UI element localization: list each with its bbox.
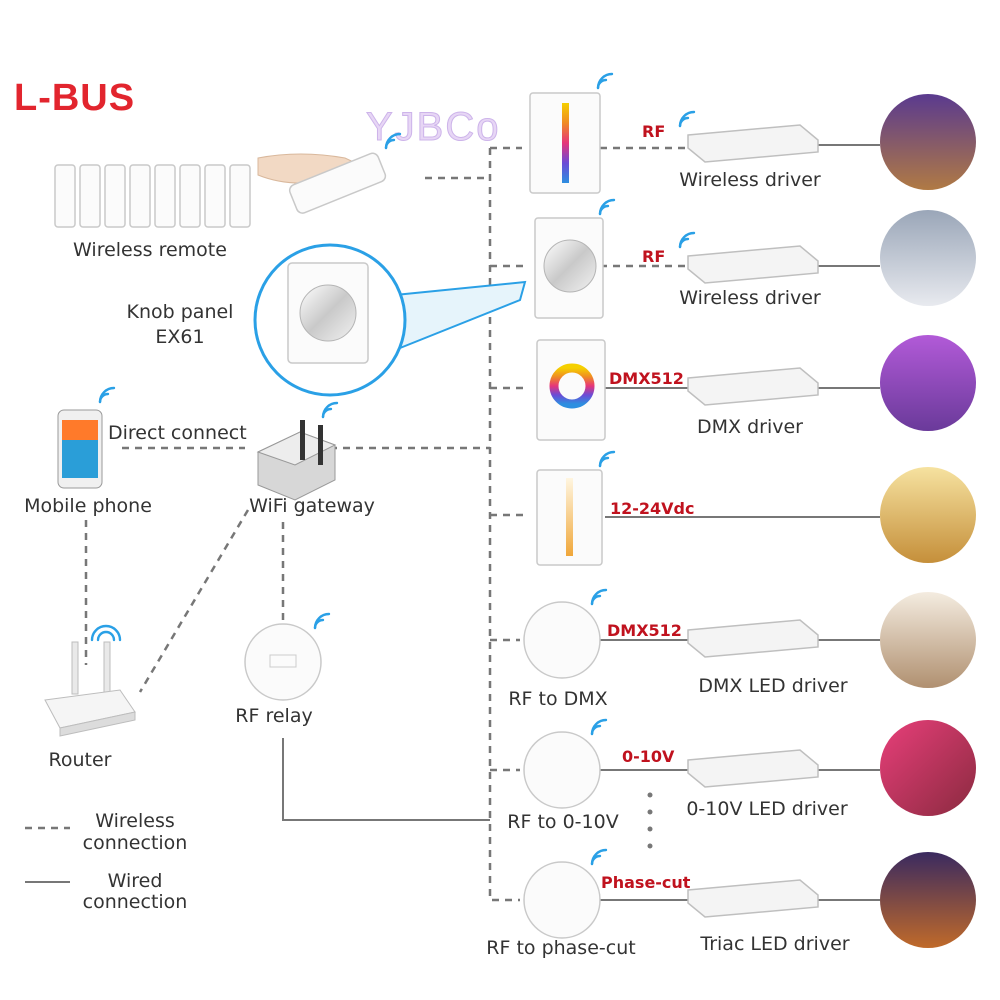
driver-label-row7: Triac LED driver [699, 933, 849, 955]
rf-relay-label: RF relay [235, 705, 312, 727]
signal-label-row2: RF [642, 247, 665, 266]
legend-wired-line2: connection [83, 891, 188, 913]
knob-panel-label: Knob panel [127, 301, 234, 323]
converter-rf-dmx [523, 588, 608, 679]
knob-panel-callout [253, 243, 527, 397]
signal-label-row7: Phase-cut [601, 873, 691, 892]
direct-connect-label: Direct connect [108, 422, 247, 444]
mobile-phone [57, 386, 116, 489]
driver-label-row5: DMX LED driver [698, 675, 847, 697]
converter-rf-010v [523, 718, 608, 809]
wifi-gateway-label: WiFi gateway [249, 495, 375, 517]
signal-label-row6: 0-10V [622, 747, 675, 766]
driver-row6 [687, 749, 819, 788]
scene-photos [880, 94, 976, 948]
wireless-remotes [54, 132, 402, 228]
scene-restaurant [880, 467, 976, 563]
panel-dmx-touch [536, 339, 606, 441]
signal-label-row3: DMX512 [609, 369, 684, 388]
driver-label-row2: Wireless driver [679, 287, 821, 309]
knob-panel-model: EX61 [155, 326, 204, 348]
remote-wifi-icon [384, 132, 402, 150]
driver-row5 [687, 619, 819, 658]
scene-pink-bar [880, 720, 976, 816]
phone-wifi-icon [98, 386, 116, 404]
panel-knob [534, 198, 616, 319]
signal-label-row4: 12-24Vdc [610, 499, 695, 518]
panel-dimmer [536, 450, 616, 566]
scene-living-room [880, 210, 976, 306]
legend-wireless-line1: Wireless [95, 810, 175, 832]
relay-wifi-icon [313, 612, 331, 630]
rf-to-010v-label: RF to 0-10V [507, 811, 618, 833]
wifi-gateway [256, 401, 339, 501]
wireless-remote-label: Wireless remote [73, 239, 227, 261]
signal-label-row1: RF [642, 122, 665, 141]
scene-club [880, 852, 976, 948]
router [44, 624, 136, 737]
driver-row2 [678, 231, 819, 284]
rf-relay [244, 612, 331, 701]
driver-row1 [678, 110, 819, 163]
scene-home-theater [880, 94, 976, 190]
connection-lines [84, 144, 880, 902]
legend-wireless-line2: connection [83, 832, 188, 854]
gateway-wifi-icon [321, 401, 339, 419]
mobile-phone-label: Mobile phone [24, 495, 152, 517]
driver-label-row6: 0-10V LED driver [686, 798, 848, 820]
driver-label-row1: Wireless driver [679, 169, 821, 191]
driver-row7 [687, 879, 819, 918]
signal-label-row5: DMX512 [607, 621, 682, 640]
panel-rgb-touch [529, 72, 614, 194]
lbus-logo: L-BUS [14, 77, 135, 119]
rf-to-dmx-label: RF to DMX [508, 688, 607, 710]
converter-rf-phasecut [523, 848, 608, 939]
driver-row3 [687, 367, 819, 406]
router-label: Router [49, 749, 112, 771]
scene-ceiling-light [880, 592, 976, 688]
rf-to-phasecut-label: RF to phase-cut [486, 937, 635, 959]
legend-wired-line1: Wired [108, 870, 163, 892]
legend [25, 826, 70, 883]
driver-label-row3: DMX driver [697, 416, 803, 438]
scene-bedroom-purple [880, 335, 976, 431]
router-wifi-icon [90, 624, 122, 642]
